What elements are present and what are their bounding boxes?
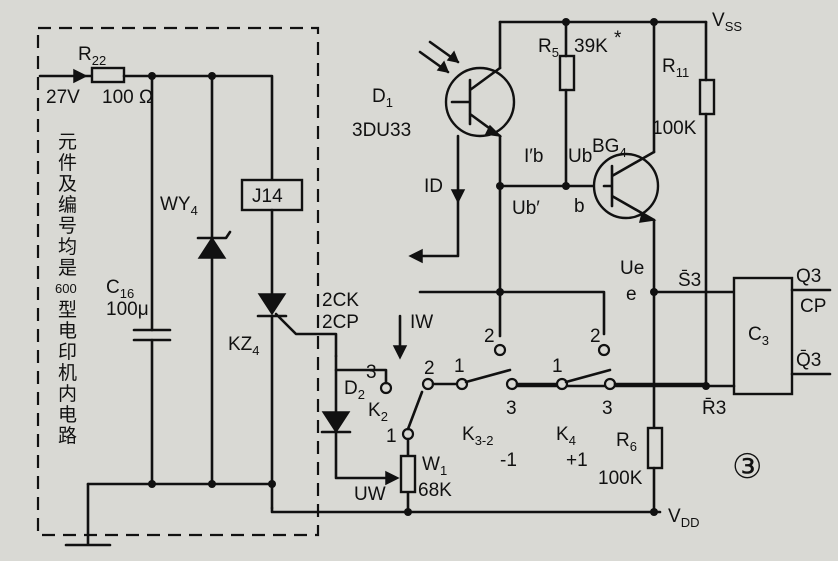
w1-label: W1: [422, 454, 447, 478]
e-label: e: [626, 284, 637, 305]
svg-text:电: 电: [58, 404, 77, 426]
r5-value: 39K: [574, 36, 608, 57]
k4-value: +1: [566, 450, 588, 471]
w1-potentiometer: [399, 454, 417, 494]
svg-text:及: 及: [58, 173, 77, 195]
r5-label: R5: [538, 36, 559, 60]
c16-value: 100μ: [106, 299, 149, 320]
ck-label: 2CK: [322, 290, 359, 311]
w1-value: 68K: [418, 480, 452, 501]
svg-text:编: 编: [58, 194, 77, 216]
input-arrow-icon: [73, 68, 88, 84]
c3-label: C3: [748, 324, 769, 348]
svg-text:路: 路: [58, 425, 77, 447]
d2-label: D2: [344, 378, 365, 402]
r11-label: R11: [662, 56, 689, 80]
svg-text:3: 3: [602, 398, 613, 419]
iw-arrow-icon: [392, 345, 408, 360]
s3-label: S̄3: [678, 270, 701, 291]
wy4-zener-icon: [197, 236, 227, 259]
bg4-label: BG4: [592, 136, 627, 160]
c3-flipflop: [732, 276, 794, 396]
r22-value: 100 Ω: [102, 87, 153, 108]
r22-label: R22: [78, 44, 106, 68]
q3-label: Q3: [796, 266, 821, 287]
cp-label: CP: [800, 296, 826, 317]
k4-label: K4: [556, 424, 576, 448]
svg-text:1: 1: [454, 356, 465, 377]
ub-label: Ub: [568, 146, 592, 167]
c16-label: C16: [106, 277, 134, 301]
svg-text:印: 印: [58, 341, 77, 363]
c16-capacitor: [132, 328, 172, 342]
id-arrow-icon: [450, 189, 466, 204]
vdd-label: VDD: [668, 506, 699, 530]
svg-text:2: 2: [590, 326, 601, 347]
svg-text:件: 件: [58, 152, 77, 174]
k3-switch-icon[interactable]: [464, 368, 512, 384]
ib-prime-label: I′b: [524, 146, 543, 167]
kz4-label: KZ4: [228, 334, 260, 358]
figure-number: ③: [732, 447, 762, 487]
svg-text:3: 3: [506, 398, 517, 419]
b-label: b: [574, 196, 585, 217]
svg-text:2: 2: [484, 326, 495, 347]
svg-text:元: 元: [58, 131, 77, 153]
bg4-transistor: [592, 152, 660, 220]
internal-circuit-boundary: [36, 26, 320, 537]
svg-text:号: 号: [58, 215, 77, 237]
k2-label: K2: [368, 400, 388, 424]
svg-text:是: 是: [58, 257, 77, 279]
r3-label: R̄3: [702, 398, 726, 419]
ub-prime-label: Ub′: [512, 198, 540, 219]
svg-text:3: 3: [366, 362, 377, 383]
svg-text:电: 电: [58, 320, 77, 342]
k3-label: K3-2: [462, 424, 493, 448]
k2-switch-icon[interactable]: [406, 390, 424, 431]
svg-text:均: 均: [58, 236, 77, 258]
svg-text:1: 1: [552, 356, 563, 377]
iw-label: IW: [410, 312, 433, 333]
svg-text:机: 机: [58, 362, 77, 384]
svg-text:2: 2: [424, 358, 435, 379]
cp2-label: 2CP: [322, 312, 359, 333]
j14-label: J14: [252, 186, 283, 207]
wy4-label: WY4: [160, 194, 198, 218]
q3-bar-label: Q̄3: [796, 350, 821, 371]
ground-icon: [64, 482, 112, 547]
input-voltage: 27V: [46, 87, 80, 108]
d2-diode-icon: [321, 411, 351, 434]
vss-label: VSS: [712, 10, 742, 34]
svg-text:600: 600: [55, 281, 77, 296]
side-note: 元 件 及 编 号 均 是 600 型 电 印 机 内 电 路: [55, 131, 77, 447]
id-label: ID: [424, 176, 443, 197]
uw-label: UW: [354, 484, 386, 505]
r6-value: 100K: [598, 468, 643, 489]
svg-text:型: 型: [58, 299, 77, 321]
ue-label: Ue: [620, 258, 644, 279]
r11-resistor: [698, 78, 716, 116]
r5-mark: *: [614, 28, 622, 49]
d1-phototransistor: [444, 66, 516, 138]
top-rail-inner: [122, 74, 274, 182]
r6-label: R6: [616, 430, 637, 454]
d1-label: D1: [372, 86, 393, 110]
r5-resistor: [558, 54, 576, 92]
kz4-thyristor-icon: [257, 293, 287, 316]
svg-text:内: 内: [58, 383, 77, 405]
r11-value: 100K: [652, 118, 697, 139]
d1-value: 3DU33: [352, 120, 411, 141]
r6-resistor: [646, 426, 664, 470]
k3-value: -1: [500, 450, 517, 471]
svg-text:1: 1: [386, 426, 397, 447]
r22-resistor: [90, 66, 126, 84]
k4-switch-icon[interactable]: [564, 368, 612, 384]
